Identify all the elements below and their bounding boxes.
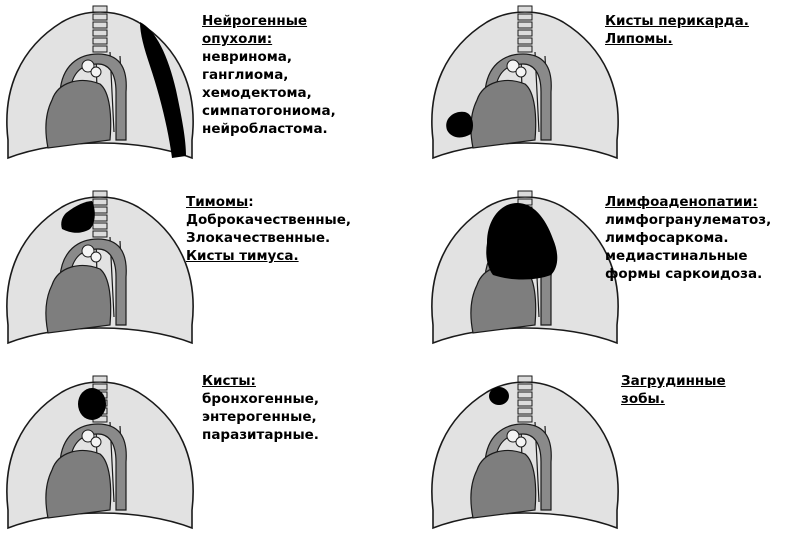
caption-line: невринома, [202, 48, 336, 66]
caption-thymoma: Тимомы: Доброкачественные, Злокачественн… [186, 193, 351, 265]
caption-line: нейробластома. [202, 120, 336, 138]
panel-cysts: Кисты: бронхогенные, энтерогенные, параз… [0, 370, 400, 548]
caption-line: ганглиома, [202, 66, 336, 84]
caption-goiter: Загрудинные зобы. [621, 372, 726, 408]
panel-goiter: Загрудинные зобы. [425, 370, 805, 548]
panel-lymph: Лимфоаденопатии: лимфогранулематоз, лимф… [425, 185, 805, 365]
caption-title-line: Кисты тимуса. [186, 247, 351, 265]
caption-line: энтерогенные, [202, 408, 319, 426]
thorax-illustration [0, 185, 200, 350]
caption-title-line: зобы. [621, 390, 726, 408]
caption-line: лимфогранулематоз, [605, 211, 771, 229]
caption-line: лимфосаркома. [605, 229, 771, 247]
caption-neurogenic: Нейрогенные опухоли: невринома, ганглиом… [202, 12, 336, 138]
thorax-illustration [425, 0, 625, 165]
caption-line: медиастинальные [605, 247, 771, 265]
caption-title-line: Тимомы: [186, 193, 351, 211]
caption-line: формы саркоидоза. [605, 265, 771, 283]
caption-title-line: опухоли: [202, 30, 336, 48]
caption-title: Тимомы [186, 194, 248, 210]
caption-line: бронхогенные, [202, 390, 319, 408]
caption-title-line: Нейрогенные [202, 12, 336, 30]
panel-thymoma: Тимомы: Доброкачественные, Злокачественн… [0, 185, 400, 365]
panel-pericardial: Кисты перикарда. Липомы. [425, 0, 805, 180]
caption-title-suffix: : [248, 194, 253, 210]
lesion [78, 388, 106, 420]
thorax-illustration [0, 370, 200, 535]
caption-line: Доброкачественные, [186, 211, 351, 229]
caption-lymph: Лимфоаденопатии: лимфогранулематоз, лимф… [605, 193, 771, 283]
caption-title-line: Липомы. [605, 30, 749, 48]
caption-line: Злокачественные. [186, 229, 351, 247]
lesion [489, 387, 509, 405]
thorax-illustration [425, 185, 625, 350]
caption-title-line: Загрудинные [621, 372, 726, 390]
thorax-illustration [0, 0, 200, 165]
caption-pericardial: Кисты перикарда. Липомы. [605, 12, 749, 48]
caption-title-line: Кисты перикарда. [605, 12, 749, 30]
panel-neurogenic: Нейрогенные опухоли: невринома, ганглиом… [0, 0, 400, 180]
caption-line: хемодектома, [202, 84, 336, 102]
caption-title-line: Кисты: [202, 372, 319, 390]
caption-cysts: Кисты: бронхогенные, энтерогенные, параз… [202, 372, 319, 444]
caption-line: симпатогониома, [202, 102, 336, 120]
caption-line: паразитарные. [202, 426, 319, 444]
thorax-illustration [425, 370, 625, 535]
caption-title-line: Лимфоаденопатии: [605, 193, 771, 211]
